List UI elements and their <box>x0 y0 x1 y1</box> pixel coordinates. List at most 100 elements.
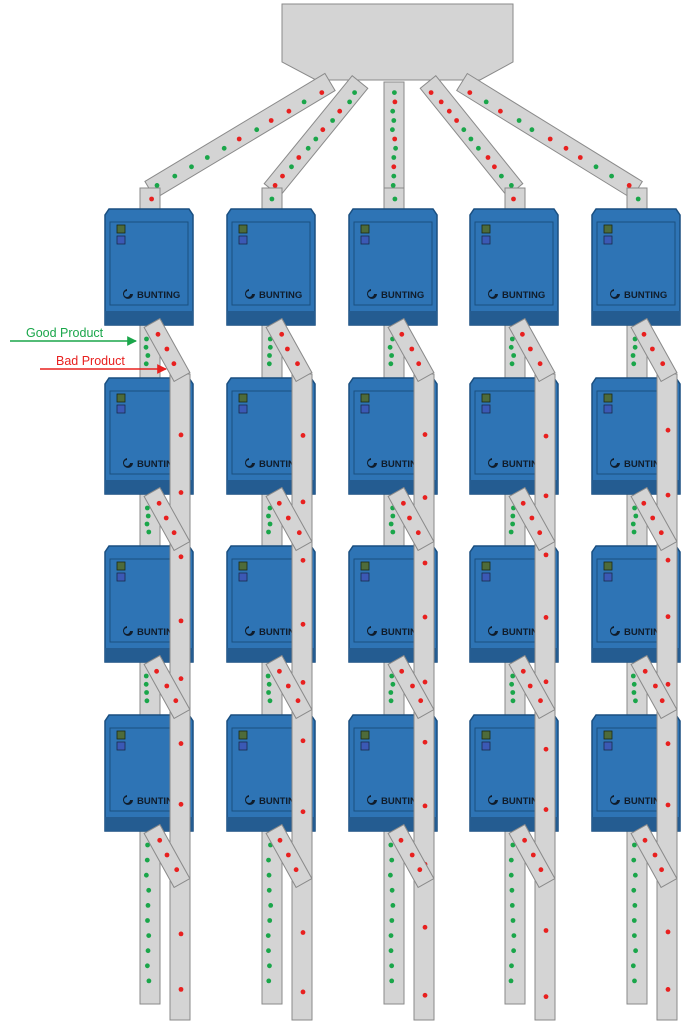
bad-product-dot <box>563 145 569 151</box>
bad-product-dot <box>178 676 184 682</box>
good-product-dot <box>143 361 149 367</box>
bad-product-dot <box>178 741 184 746</box>
good-product-dot <box>529 127 535 133</box>
bad-product-dot <box>650 515 656 521</box>
good-product-dot <box>390 903 396 908</box>
blue-status-light-icon <box>603 404 613 414</box>
bad-product-dot <box>164 346 170 352</box>
bad-product-dot <box>178 618 184 624</box>
bad-product-dot <box>279 331 285 337</box>
bad-product-dot <box>543 928 549 933</box>
bad-product-dot <box>652 852 658 858</box>
good-product-dot <box>268 903 274 908</box>
bunting-brand-label: BUNTING <box>137 796 180 807</box>
bunting-brand-label: BUNTING <box>259 796 302 807</box>
bunting-separator-unit: BUNTING <box>104 208 194 326</box>
good-product-dot <box>267 505 273 511</box>
good-product-dot <box>145 948 151 954</box>
green-status-light-icon <box>360 393 370 403</box>
bunting-logo-icon <box>610 626 620 636</box>
good-product-dot <box>389 857 395 863</box>
bad-product-dot <box>537 530 543 536</box>
bad-product-label: Bad Product <box>56 354 125 368</box>
separator-base <box>105 311 193 325</box>
bad-product-dot <box>660 361 666 367</box>
bad-product-dot <box>276 500 282 506</box>
blue-status-light-icon <box>116 572 126 582</box>
bad-product-dot <box>665 614 671 620</box>
bad-product-dot <box>300 557 306 563</box>
separator-base <box>227 311 315 325</box>
good-product-dot <box>390 108 396 114</box>
bunting-brand-label: BUNTING <box>624 796 667 807</box>
bad-product-dot <box>392 99 398 105</box>
good-product-dot <box>631 918 637 923</box>
bad-product-dot <box>520 500 526 506</box>
good-product-dot <box>509 887 515 893</box>
bad-product-dot <box>527 683 533 689</box>
bad-product-dot <box>296 155 302 160</box>
good-product-dot <box>266 361 272 367</box>
good-product-dot <box>391 155 397 160</box>
bad-product-dot <box>653 683 658 689</box>
blue-status-light-icon <box>238 741 248 751</box>
good-product-label: Good Product <box>26 326 104 340</box>
good-product-dot <box>145 842 150 848</box>
bad-product-dot <box>665 492 671 498</box>
bad-product-dot <box>300 680 306 685</box>
good-product-dot <box>144 857 150 863</box>
good-product-dot <box>266 681 272 687</box>
bad-product-dot <box>422 739 428 745</box>
blue-status-light-icon <box>360 404 370 414</box>
good-product-dot <box>352 90 357 95</box>
bad-product-dot <box>174 867 180 873</box>
good-product-dot <box>468 136 474 142</box>
bad-product-dot <box>642 837 648 843</box>
bad-product-dot <box>409 346 415 352</box>
bad-product-dot <box>300 499 306 505</box>
bad-product-dot <box>547 136 553 142</box>
bunting-logo-icon <box>245 626 255 636</box>
good-product-dot <box>392 196 398 202</box>
bad-product-dot <box>178 490 184 495</box>
bad-product-dot <box>277 837 283 843</box>
good-product-dot <box>508 529 514 535</box>
good-product-dot <box>630 521 636 527</box>
green-status-light-icon <box>238 561 248 571</box>
good-product-dot <box>145 918 150 923</box>
good-product-dot <box>267 344 273 350</box>
good-product-dot <box>347 99 352 105</box>
good-product-dot <box>632 344 638 350</box>
good-product-dot <box>392 90 397 95</box>
green-status-light-icon <box>238 224 248 234</box>
good-product-dot <box>390 529 396 535</box>
bad-product-dot <box>665 987 671 992</box>
bad-product-dot <box>641 500 647 506</box>
bad-product-dot <box>415 530 421 536</box>
good-product-dot <box>509 903 515 908</box>
reject-chutes-layer <box>143 317 678 1021</box>
good-product-dot <box>189 164 194 170</box>
good-product-dot <box>509 183 514 188</box>
bunting-brand-label: BUNTING <box>259 627 302 638</box>
good-product-dot <box>388 698 394 704</box>
bunting-logo-icon <box>123 289 133 299</box>
green-status-light-icon <box>603 730 613 740</box>
bad-product-dot <box>438 99 444 105</box>
good-product-dot <box>267 918 273 923</box>
good-product-dot <box>389 963 395 969</box>
blue-status-light-icon <box>603 572 613 582</box>
bad-product-dot <box>286 108 292 114</box>
bunting-logo-icon <box>367 626 377 636</box>
good-product-dot <box>635 196 641 202</box>
bunting-logo-icon <box>488 458 498 468</box>
bad-product-dot <box>467 90 473 95</box>
bad-product-dot <box>300 809 306 815</box>
bad-product-dot <box>178 554 184 560</box>
bad-product-dot <box>543 493 549 499</box>
bad-product-dot <box>285 346 290 352</box>
good-product-dot <box>389 673 395 679</box>
bad-product-dot <box>665 741 671 747</box>
good-product-dot <box>631 933 637 938</box>
